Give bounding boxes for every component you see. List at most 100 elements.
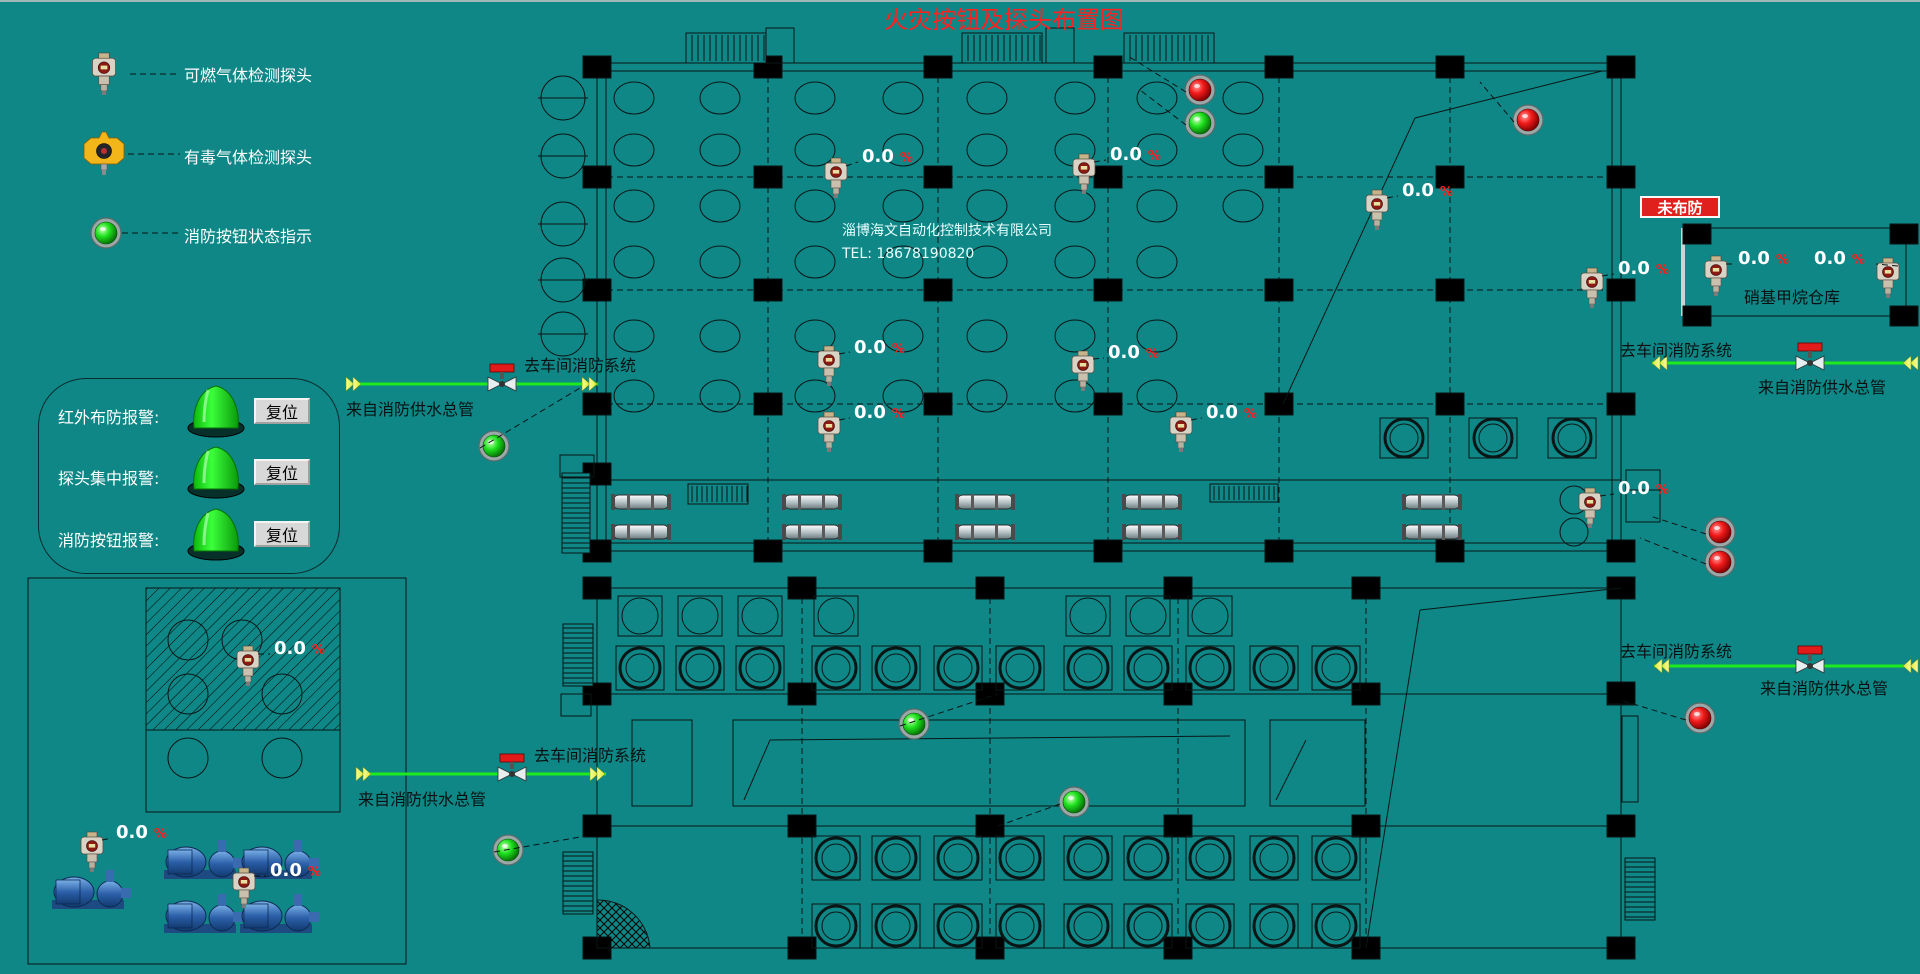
reactor-frame	[871, 903, 921, 949]
roof-hatch	[765, 27, 795, 64]
tank-outline	[613, 81, 655, 115]
reactor-ring	[998, 646, 1042, 690]
reactor-frame	[995, 835, 1045, 881]
reactor-ring-inner	[1321, 653, 1351, 683]
reset-probe-button[interactable]: 复位	[254, 459, 310, 485]
reactor-ring-inner	[881, 911, 911, 941]
reactor-ring-inner	[1073, 653, 1103, 683]
gas-detector-icon	[1169, 411, 1193, 453]
legend-gas-label: 可燃气体检测探头	[184, 66, 313, 85]
reactor-ring-inner	[1195, 653, 1225, 683]
structural-column	[1435, 392, 1465, 416]
conveyor-diagonal	[1282, 117, 1416, 405]
structural-column	[1606, 814, 1636, 838]
reactor-frame	[675, 645, 725, 691]
reactor-frame	[1249, 903, 1299, 949]
reactor-ring-inner	[1259, 653, 1289, 683]
reset-infrared-button[interactable]: 复位	[254, 398, 310, 424]
company-tel: TEL: 18678190820	[842, 246, 975, 262]
reactor-frame	[811, 903, 861, 949]
structural-column	[753, 165, 783, 189]
button-leader	[1619, 699, 1687, 721]
stairs-landing	[560, 693, 592, 717]
tank-outline	[1136, 189, 1178, 223]
gas-reading-r2: 0.0%	[1110, 144, 1161, 165]
tank-outline	[882, 245, 924, 279]
structural-column	[582, 576, 612, 600]
tank-outline	[1222, 189, 1264, 223]
structural-column	[1435, 165, 1465, 189]
page-title: 火灾按钮及探头布置图	[884, 6, 1124, 34]
pipe-rack	[687, 483, 749, 505]
corner-hatch	[596, 899, 651, 949]
reactor-ring-inner	[1005, 843, 1035, 873]
reactor-ring-inner	[1195, 911, 1225, 941]
reactor-ring-inner	[1133, 911, 1163, 941]
button-leader	[1139, 89, 1187, 126]
tank-outline	[794, 189, 836, 223]
water-pump	[163, 839, 244, 880]
reactor-ring	[1188, 646, 1232, 690]
flow-arrow	[355, 766, 372, 782]
fire-button-ok-green	[1184, 107, 1216, 139]
tank-outline	[794, 81, 836, 115]
detector-leader	[1092, 357, 1105, 360]
warehouse-column	[1682, 305, 1712, 327]
reactor-ring-inner	[685, 653, 715, 683]
mid-zone-left	[631, 719, 693, 807]
pipe-1-from-main: 来自消防供水总管	[346, 400, 475, 419]
pit-circle	[167, 737, 209, 779]
reactor-ring-inner	[1259, 911, 1289, 941]
detector-leader	[838, 417, 851, 421]
pump-room-outline	[27, 577, 407, 965]
reactor-frame	[933, 645, 983, 691]
button-leader	[899, 693, 999, 727]
tank-outline	[1054, 319, 1096, 353]
reactor-ring	[874, 904, 918, 948]
gas-reading-r10: 0.0%	[1206, 402, 1257, 423]
roof-vent	[1123, 32, 1215, 64]
reactor-ring-inner	[821, 911, 851, 941]
reactor-ring	[1314, 646, 1358, 690]
gas-detector-icon	[1704, 255, 1728, 297]
gas-detector-icon	[1580, 267, 1604, 309]
tank-outline	[1054, 245, 1096, 279]
structural-column	[975, 576, 1005, 600]
reactor-ring-inner	[1073, 843, 1103, 873]
tank-outline	[794, 245, 836, 279]
pool-ring-inner	[1557, 423, 1587, 453]
reactor-ring	[1188, 904, 1232, 948]
tank-outline	[699, 319, 741, 353]
reactor-ring	[998, 836, 1042, 880]
gas-detector-icon	[817, 411, 841, 453]
structural-column	[1606, 539, 1636, 563]
structural-column	[975, 814, 1005, 838]
pipe-2-from-main: 来自消防供水总管	[1758, 378, 1887, 397]
structural-column	[1093, 392, 1123, 416]
legend-button-icon	[90, 217, 122, 249]
reactor-ring-inner	[625, 653, 655, 683]
fire-button-ok-green	[898, 708, 930, 740]
pipe-4-to-workshop: 去车间消防系统	[534, 746, 647, 765]
detector-leader	[101, 837, 113, 841]
horizontal-tank	[781, 493, 843, 511]
reactor-ring-inner	[943, 843, 973, 873]
structural-column	[1264, 539, 1294, 563]
reactor-frame	[735, 645, 785, 691]
tank-top	[681, 597, 719, 635]
tank-outline	[794, 379, 836, 413]
reactor-ring	[874, 646, 918, 690]
reactor-ring	[814, 904, 858, 948]
reset-fire-button-button[interactable]: 复位	[254, 521, 310, 547]
tank-base	[617, 595, 663, 637]
gas-detector-icon	[1071, 350, 1095, 392]
legend-toxic-icon	[83, 131, 125, 176]
reactor-ring	[936, 836, 980, 880]
reactor-frame	[615, 645, 665, 691]
tank-outline	[699, 133, 741, 167]
pit-circle	[167, 619, 209, 661]
structural-column	[1093, 278, 1123, 302]
detector-leader	[1599, 493, 1615, 497]
reactor-frame	[1063, 903, 1113, 949]
